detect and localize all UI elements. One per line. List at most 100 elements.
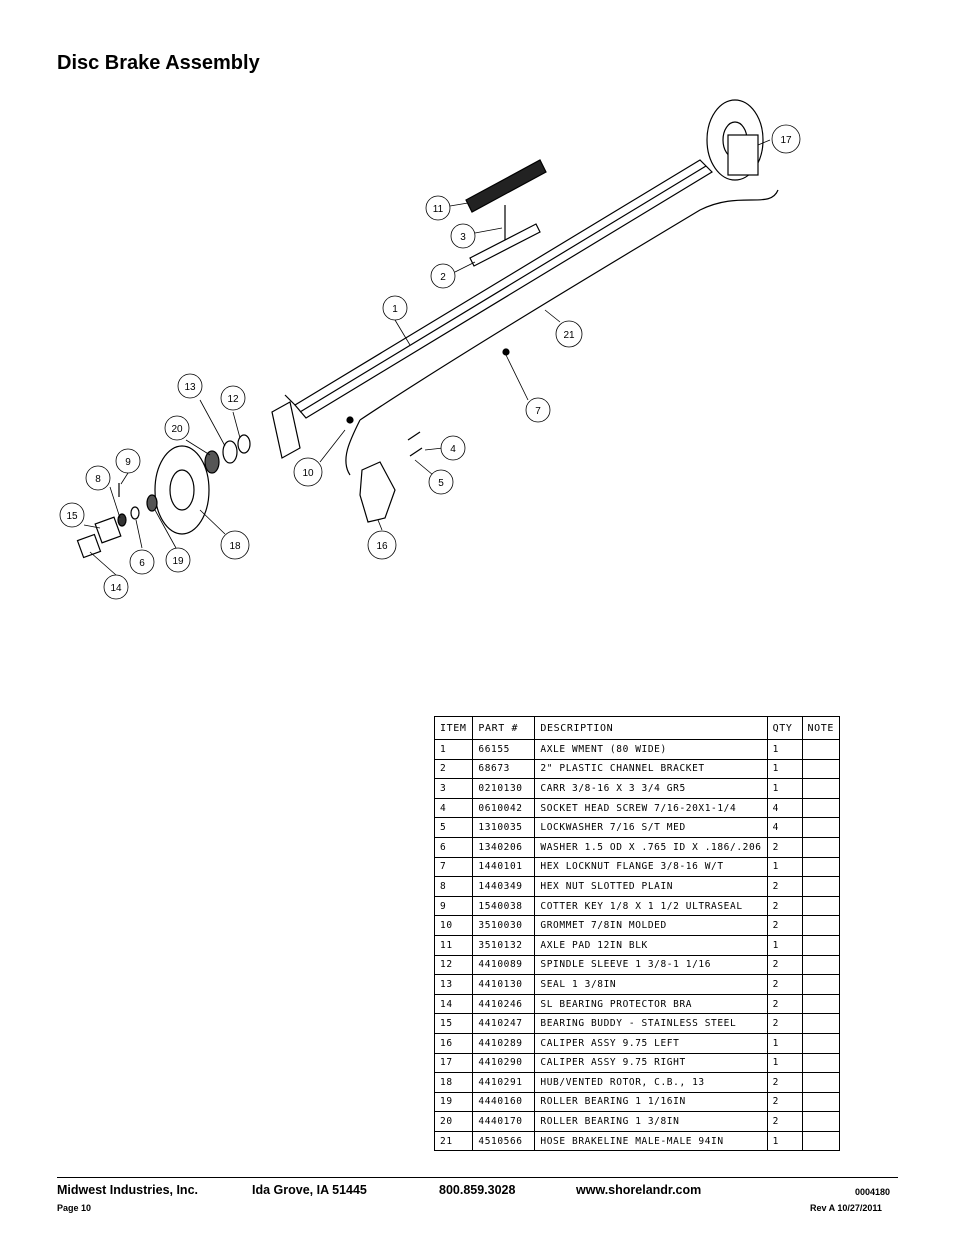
- footer-city: Ida Grove, IA 51445: [252, 1183, 367, 1197]
- cell-item: 9: [433, 895, 474, 917]
- cell-item: 20: [433, 1111, 474, 1132]
- cell-note: [801, 856, 840, 878]
- header-item: ITEM: [433, 716, 474, 740]
- svg-text:20: 20: [171, 424, 183, 435]
- footer-website[interactable]: www.shorelandr.com: [576, 1183, 702, 1197]
- footer-divider: [57, 1177, 898, 1178]
- cell-item: 4: [433, 797, 474, 819]
- cell-item: 19: [433, 1091, 474, 1113]
- callout-1: 1: [382, 295, 408, 321]
- callout-12: 12: [220, 385, 246, 411]
- cell-qty: 2: [766, 1091, 803, 1113]
- cell-part-number: 1440101: [472, 856, 536, 878]
- cell-note: [801, 758, 840, 780]
- cell-qty: 1: [766, 778, 803, 799]
- washer: [130, 506, 140, 520]
- cell-qty: 1: [766, 934, 803, 956]
- brake-hose: [359, 189, 779, 421]
- cell-note: [801, 954, 840, 976]
- svg-text:1: 1: [392, 304, 398, 315]
- footer-phone: 800.859.3028: [439, 1183, 516, 1197]
- callout-20: 20: [164, 415, 190, 441]
- cell-part-number: 3510030: [472, 915, 536, 936]
- cell-note: [801, 915, 840, 936]
- cell-note: [801, 1130, 840, 1152]
- table-header-row: ITEM PART # DESCRIPTION QTY NOTE: [433, 716, 840, 740]
- cell-description: SOCKET HEAD SCREW 7/16-20X1-1/4: [534, 797, 768, 819]
- svg-text:12: 12: [227, 394, 239, 405]
- cell-part-number: 4510566: [472, 1130, 536, 1152]
- svg-text:14: 14: [110, 583, 122, 594]
- cell-item: 11: [433, 934, 474, 956]
- header-description: DESCRIPTION: [534, 716, 768, 740]
- callout-18: 18: [220, 530, 250, 560]
- left-rotor: [154, 445, 210, 535]
- cell-qty: 1: [766, 1052, 803, 1074]
- cell-note: [801, 836, 840, 858]
- callout-9: 9: [115, 448, 141, 474]
- cell-item: 1: [433, 739, 474, 760]
- cell-qty: 2: [766, 1013, 803, 1034]
- cell-part-number: 4410246: [472, 993, 536, 1015]
- svg-text:9: 9: [125, 457, 131, 468]
- cell-part-number: 0610042: [472, 797, 536, 819]
- cell-description: LOCKWASHER 7/16 S/T MED: [534, 817, 768, 838]
- cell-note: [801, 817, 840, 838]
- cell-part-number: 4410089: [472, 954, 536, 976]
- cell-qty: 1: [766, 856, 803, 878]
- footer-doc-number: 0004180: [855, 1187, 891, 1197]
- cell-qty: 2: [766, 1111, 803, 1132]
- cell-description: BEARING BUDDY - STAINLESS STEEL: [534, 1013, 768, 1034]
- cell-part-number: 4410247: [472, 1013, 536, 1034]
- inner-bearing: [204, 450, 220, 474]
- cell-item: 12: [433, 954, 474, 976]
- cell-qty: 1: [766, 739, 803, 760]
- exploded-assembly-diagram: 1 2 3 4 5 6 7 8 9 10 11 12 13 14 15 16 1…: [59, 99, 801, 600]
- cell-note: [801, 876, 840, 897]
- callout-4: 4: [440, 435, 466, 461]
- cell-part-number: 1440349: [472, 876, 536, 897]
- cell-qty: 2: [766, 876, 803, 897]
- footer-revision: Rev A 10/27/2011: [810, 1203, 882, 1213]
- svg-text:15: 15: [66, 511, 78, 522]
- svg-text:6: 6: [139, 558, 145, 569]
- cell-item: 6: [433, 836, 474, 858]
- cell-description: HOSE BRAKELINE MALE-MALE 94IN: [534, 1130, 768, 1152]
- cell-item: 5: [433, 817, 474, 838]
- cell-description: ROLLER BEARING 1 3/8IN: [534, 1111, 768, 1132]
- cell-part-number: 1340206: [472, 836, 536, 858]
- cell-description: WASHER 1.5 OD X .765 ID X .186/.206: [534, 836, 768, 858]
- svg-text:7: 7: [535, 406, 541, 417]
- cell-description: CALIPER ASSY 9.75 LEFT: [534, 1032, 768, 1054]
- svg-text:21: 21: [563, 330, 575, 341]
- page-title: Disc Brake Assembly: [57, 52, 260, 74]
- cell-note: [801, 1013, 840, 1034]
- cell-note: [801, 1072, 840, 1093]
- cell-description: SPINDLE SLEEVE 1 3/8-1 1/16: [534, 954, 768, 976]
- cell-part-number: 66155: [472, 739, 536, 760]
- cell-note: [801, 895, 840, 917]
- footer-page: Page 10: [57, 1203, 92, 1213]
- cell-qty: 2: [766, 974, 803, 995]
- callout-3: 3: [450, 223, 476, 249]
- footer-company: Midwest Industries, Inc.: [57, 1183, 198, 1197]
- cell-item: 18: [433, 1072, 474, 1093]
- callout-7: 7: [525, 397, 551, 423]
- callout-5: 5: [428, 469, 454, 495]
- cell-part-number: 4410291: [472, 1072, 536, 1093]
- cell-item: 15: [433, 1013, 474, 1034]
